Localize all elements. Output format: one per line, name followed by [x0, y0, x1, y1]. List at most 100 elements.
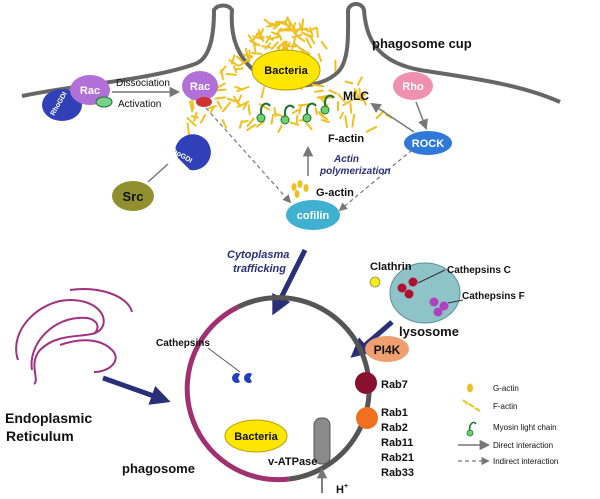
f-actin-filament	[228, 59, 239, 67]
er-label-2: Reticulum	[6, 428, 74, 444]
rock-to-cofilin-arrow	[338, 149, 413, 212]
f-actin-filament	[270, 41, 279, 50]
f-actin-filament	[270, 31, 280, 36]
lysosome-label: lysosome	[399, 324, 459, 339]
h-plus-superscript: +	[344, 483, 348, 490]
activation-label: Activation	[118, 99, 161, 110]
bacteria-top: Bacteria	[251, 49, 321, 91]
f-actin-filament	[305, 122, 313, 131]
cathepsins-f-pointer	[447, 299, 464, 304]
g-actin-label: G-actin	[316, 187, 354, 199]
rho-to-rock-arrow	[415, 101, 428, 130]
f-actin-filament	[269, 35, 282, 40]
f-actin-filament	[246, 117, 255, 128]
f-actin-filament	[232, 65, 238, 74]
f-actin-filament	[270, 113, 275, 125]
f-actin-filament	[284, 16, 289, 25]
g-actin-monomers	[291, 180, 309, 198]
f-actin-filament	[375, 110, 385, 120]
f-actin-filament	[352, 89, 358, 97]
f-actin-filament	[289, 121, 300, 126]
dissociation-label: Dissociation	[116, 78, 170, 89]
f-actin-label: F-actin	[328, 133, 364, 145]
cytoplasma-label-1: Cytoplasma	[227, 249, 289, 261]
rab-group-label-4: Rab21	[381, 452, 414, 464]
h-plus-main: H	[336, 484, 344, 496]
legend-f-actin-symbol	[462, 399, 481, 412]
cathepsins-c-label: Cathepsins C	[447, 265, 511, 276]
f-actin-filament	[358, 87, 362, 102]
rac-label-1: Rac	[80, 85, 100, 97]
legend-label-3: Direct interaction	[493, 441, 553, 450]
rock: ROCK	[404, 131, 452, 155]
rho-label: Rho	[402, 81, 424, 93]
v-atpase	[313, 417, 331, 493]
f-actin-filament	[293, 42, 304, 53]
endoplasmic-reticulum	[15, 288, 133, 385]
f-actin-filament	[365, 126, 377, 133]
cofilin: cofilin	[286, 200, 340, 230]
rac-label-2: Rac	[190, 81, 210, 93]
f-actin-filament	[273, 107, 277, 118]
f-actin-filament	[311, 83, 325, 88]
f-actin-filament	[294, 26, 302, 35]
f-actin-filament	[251, 52, 263, 55]
f-actin-filament	[314, 89, 324, 93]
f-actin-filament	[225, 73, 237, 76]
clathrin	[369, 276, 381, 288]
bacteria-bottom: Bacteria	[224, 419, 288, 453]
f-actin-filament	[309, 26, 317, 32]
f-actin-filament	[246, 123, 257, 132]
legend-label-0: G-actin	[493, 384, 519, 393]
cathepsins-in-phagosome	[232, 373, 252, 383]
f-actin-filament	[317, 53, 323, 62]
f-actin-filament	[232, 95, 242, 108]
f-actin-filament	[314, 107, 318, 116]
f-actin-filament	[186, 117, 197, 127]
f-actin-filament	[272, 23, 281, 30]
pi4k: PI4K	[365, 336, 409, 362]
rac-to-cofilin-arrow	[205, 107, 292, 204]
pi4k-label: PI4K	[374, 343, 401, 357]
f-actin-filament	[258, 103, 271, 111]
rab-group-dot	[356, 407, 378, 429]
f-actin-filament	[339, 111, 344, 120]
f-actin-filament	[263, 18, 273, 27]
rab-group-label-5: Rab33	[381, 467, 414, 479]
f-actin-filament	[291, 33, 303, 39]
src: Src	[112, 181, 154, 211]
f-actin-filament	[295, 114, 299, 125]
cofilin-label: cofilin	[297, 210, 330, 222]
rab7-dot	[355, 372, 377, 394]
rho: Rho	[393, 72, 433, 100]
f-actin-filament	[214, 96, 226, 100]
f-actin-filament	[316, 27, 319, 38]
f-actin-filament	[320, 40, 328, 50]
f-actin-filament	[274, 112, 285, 118]
rock-label: ROCK	[412, 138, 444, 150]
f-actin-filament	[291, 108, 300, 114]
f-actin-filament	[189, 100, 194, 113]
cathepsins-label: Cathepsins	[156, 338, 210, 349]
f-actin-filament	[240, 120, 249, 123]
f-actin-filament	[265, 35, 274, 41]
cathepsins-pointer	[207, 347, 241, 373]
f-actin-filament	[236, 94, 243, 105]
f-actin-filament	[351, 113, 356, 128]
cytoplasma-label-2: trafficking	[233, 263, 286, 275]
f-actin-filament	[199, 114, 207, 124]
f-actin-filament	[349, 102, 353, 114]
f-actin-filament	[277, 20, 290, 27]
legend-label-4: Indirect interaction	[493, 457, 558, 466]
f-actin-filament	[298, 104, 302, 115]
legend-g-actin-symbol	[467, 383, 473, 393]
rab-group-label-2: Rab2	[381, 422, 408, 434]
rab-group-label-1: Rab1	[381, 407, 408, 419]
f-actin-filament	[269, 22, 278, 26]
v-atpase-label: v-ATPase	[268, 456, 317, 468]
f-actin-filament	[344, 115, 349, 129]
rab7-label: Rab7	[381, 379, 408, 391]
f-actin-filament	[190, 97, 195, 110]
actin-polymerization-label-2: polymerization	[319, 166, 391, 177]
